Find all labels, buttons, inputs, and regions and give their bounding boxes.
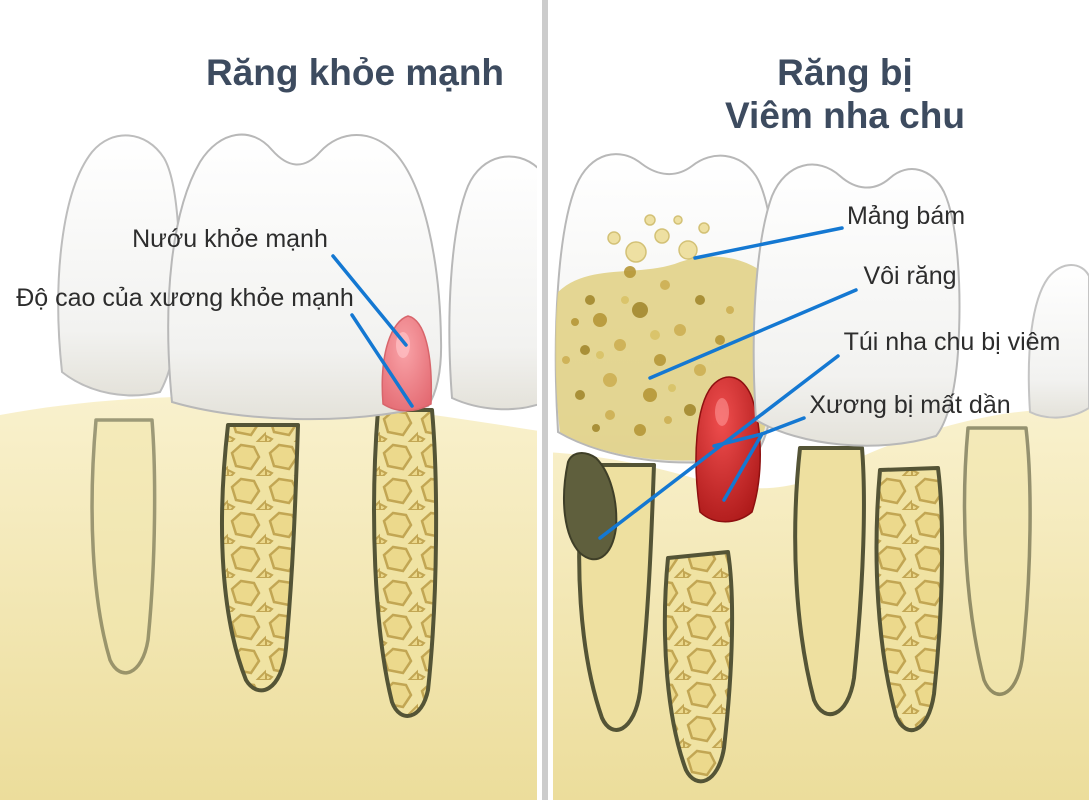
plaque-bubbles (607, 214, 710, 263)
inflamed-gum-highlight (715, 398, 729, 426)
leader-line-plaque (693, 226, 844, 260)
right-panel-title-line2: Viêm nha chu (725, 95, 965, 136)
labels: Nướu khỏe mạnh Độ cao của xương khỏe mạn… (16, 202, 1060, 419)
titles: Răng khỏe mạnh Răng bị Viêm nha chu (206, 52, 965, 136)
far-left-tooth-crown (57, 134, 181, 397)
right-septum (662, 550, 735, 784)
leader-line-bone-loss-lower (722, 432, 764, 502)
label-healthy-gum: Nướu khỏe mạnh (132, 225, 328, 253)
right-panel-title-line1: Răng bị (777, 52, 913, 93)
leader-line-bone-height (350, 313, 414, 408)
leader-line-tartar (648, 288, 858, 380)
leader-line-healthy-gum (331, 254, 408, 347)
far-right-tooth-crown (1027, 264, 1089, 419)
clean-tooth-root (793, 446, 866, 717)
label-tartar: Vôi răng (863, 262, 956, 290)
pocket-shape (563, 452, 618, 561)
molar-right-root-septum (372, 408, 439, 718)
left-divider-tooth-crown (448, 155, 546, 411)
far-right-root (962, 426, 1032, 696)
far-left-root (90, 418, 157, 675)
leader-lines (331, 226, 858, 540)
panel-divider (537, 0, 553, 800)
divider-line (542, 0, 548, 800)
healthy-gum-shape (381, 315, 433, 412)
inflamed-gum-shape (695, 376, 761, 523)
label-pocket: Túi nha chu bị viêm (844, 328, 1061, 356)
label-healthy-bone-height: Độ cao của xương khỏe mạnh (16, 284, 354, 312)
label-bone-loss: Xương bị mất dần (809, 391, 1010, 419)
left-panel-title: Răng khỏe mạnh (206, 52, 504, 93)
leader-line-pocket (598, 354, 840, 540)
far-right-septum (874, 466, 945, 733)
diseased-side-illustration (545, 153, 1089, 800)
label-plaque: Mảng bám (847, 202, 965, 230)
molar-left-root (220, 423, 300, 693)
